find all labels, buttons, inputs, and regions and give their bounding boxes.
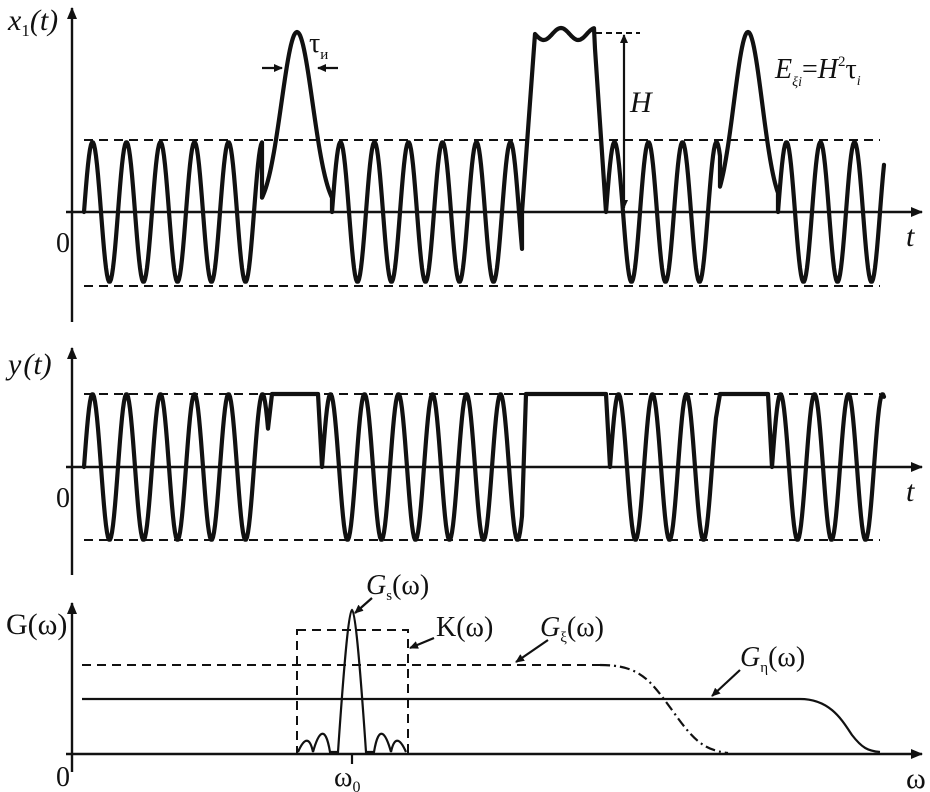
mid-signal-wave	[81, 391, 887, 542]
gs-label: Gs(ω)	[366, 570, 429, 604]
top-signal-wave	[81, 25, 887, 284]
mid-origin-label: 0	[56, 483, 70, 514]
gxi-label: Gξ(ω)	[540, 612, 604, 646]
top-panel: x1(t) 0 t τи H Eξi=H2τi	[7, 4, 923, 322]
pulse-width-label: τи	[309, 28, 328, 63]
gs-leader	[354, 597, 373, 614]
k-leader	[409, 636, 435, 650]
middle-panel: y(t) 0 t	[5, 347, 923, 575]
bottom-omega-label: ω	[906, 762, 926, 792]
G-eta-curve	[82, 697, 881, 754]
top-t-label: t	[906, 220, 915, 253]
geta-leader	[711, 669, 741, 697]
geta-label: Gη(ω)	[740, 642, 805, 676]
mid-y-label: y(t)	[5, 348, 52, 381]
omega0-label: ω0	[334, 762, 360, 792]
G-s-spectrum	[296, 608, 408, 754]
bottom-panel: G(ω) 0 ω ω0 Gs(ω) K(ω) Gξ(ω) Gη(ω)	[6, 570, 926, 792]
G-xi-rolloff	[599, 663, 729, 755]
k-label: K(ω)	[436, 612, 493, 643]
height-marker	[596, 32, 640, 209]
bottom-origin-label: 0	[56, 762, 70, 792]
energy-formula: Eξi=H2τi	[774, 54, 861, 90]
gxi-leader	[515, 639, 549, 663]
top-origin-label: 0	[56, 228, 70, 259]
top-y-label: x1(t)	[7, 4, 58, 40]
bottom-y-label: G(ω)	[6, 608, 67, 641]
filter-K-rect	[296, 629, 409, 755]
height-label: H	[629, 86, 654, 119]
mid-t-label: t	[906, 475, 915, 508]
